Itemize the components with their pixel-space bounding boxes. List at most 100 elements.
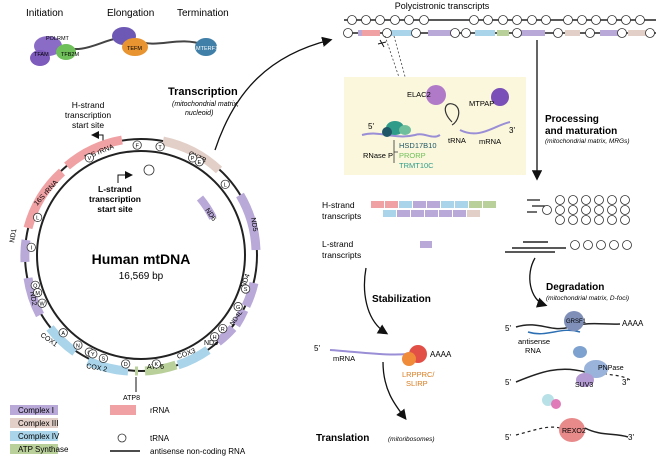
- trna-marker: [555, 215, 565, 225]
- tefm-protein: [122, 38, 148, 56]
- trmt10c-label: TRMT10C: [399, 161, 434, 170]
- trna-marker: [568, 195, 578, 205]
- five-prime-rexo: 5': [505, 433, 511, 442]
- transcript-segment: [497, 30, 509, 36]
- trna-marker: [220, 179, 230, 189]
- trna-marker: [585, 28, 595, 38]
- suv3-label: SUV3: [575, 382, 593, 389]
- pnpase-label: PNPase: [598, 365, 624, 372]
- trna-letter: W: [40, 301, 46, 307]
- degradation-title: Degradation: [546, 282, 604, 293]
- rexo2-label: REXO2: [562, 428, 586, 435]
- trna-letter: M: [35, 291, 40, 297]
- trna-marker: [512, 28, 522, 38]
- mtdna-genome: 12S rRNA 16S rRNA CYTB ND6 ND5 ND4 ND4L …: [9, 135, 261, 402]
- transcription-subtitle-1: (mitochondrial matrix,: [172, 101, 239, 108]
- genome-title: Human mtDNA: [92, 251, 191, 267]
- trna-marker: [594, 215, 604, 225]
- processing-title-2: and maturation: [545, 126, 617, 137]
- trna-letter: G: [236, 305, 240, 311]
- trna-marker: [98, 353, 108, 363]
- five-prime-deg: 5': [505, 324, 511, 333]
- trna-marker: [563, 15, 573, 25]
- trna-marker: [620, 195, 630, 205]
- gene-16s-rrna: [23, 168, 66, 230]
- antisense-line-2: RNA: [525, 346, 541, 355]
- trna-marker: [541, 15, 551, 25]
- gene-nd4l: [232, 308, 249, 328]
- trna-marker: [555, 195, 565, 205]
- legend-swatch-atp: [10, 444, 58, 454]
- h-transcript-segment: [383, 210, 396, 217]
- gene-cox1: [46, 325, 78, 356]
- gene-nd2: [23, 277, 45, 318]
- h-start-line-2: transcription: [65, 110, 112, 120]
- trna-marker: [620, 205, 630, 215]
- fragment-protein-2: [551, 399, 561, 409]
- arrow-to-transcripts: [214, 36, 333, 151]
- transcription-subtitle-2: nucleoid): [185, 110, 213, 117]
- slirp-label: SLIRP: [406, 379, 428, 388]
- elac2-protein: [426, 85, 446, 105]
- gene-nd6: [196, 195, 217, 220]
- trna-marker: [347, 15, 357, 25]
- polycistronic-l-strand: [344, 15, 656, 25]
- l-start-line-2: transcription: [89, 194, 141, 204]
- trna-marker: [609, 240, 619, 250]
- h-transcripts-2: transcripts: [322, 211, 361, 221]
- transcript-segment: [475, 30, 495, 36]
- tefm-label: TEFM: [127, 46, 142, 52]
- gene-nd1: [20, 239, 31, 263]
- h-strand-segments: [371, 201, 496, 217]
- trna-marker: [568, 215, 578, 225]
- h-transcript-segment: [371, 201, 384, 208]
- h-transcript-segment: [467, 210, 480, 217]
- label-nd4: ND4: [240, 273, 251, 289]
- trna-letter: S: [102, 357, 106, 363]
- processing-subtitle: (mitochondrial matrix, MRGs): [545, 138, 630, 145]
- aaaa-stab: AAAA: [430, 350, 452, 359]
- antisense-line-1: antisense: [518, 337, 550, 346]
- trna-marker: [645, 28, 655, 38]
- trna-marker: [607, 15, 617, 25]
- trna-marker: [375, 15, 385, 25]
- h-transcript-segment: [413, 201, 426, 208]
- trna-letter: Y: [91, 352, 95, 358]
- legend-swatch-complex3: [10, 418, 58, 428]
- trna-marker: [155, 142, 165, 152]
- h-transcript-segment: [469, 201, 482, 208]
- gene-cytb: [162, 136, 223, 174]
- h-transcript-segment: [455, 201, 468, 208]
- trna-letter: E: [197, 160, 201, 166]
- gene-12s-rrna: [64, 135, 123, 170]
- three-prime-pnp: 3': [622, 378, 628, 387]
- mtpap-protein: [491, 88, 509, 106]
- gene-cox3: [176, 346, 211, 370]
- rexo2-rna-dash: [515, 426, 561, 436]
- mrna-label-processing: mRNA: [479, 137, 501, 146]
- trna-marker: [404, 15, 414, 25]
- suv3-protein: [576, 373, 594, 387]
- l-transcripts-2: transcripts: [322, 250, 361, 260]
- trna-marker: [188, 153, 198, 163]
- arrow-degradation: [529, 257, 548, 308]
- legend-swatch-complex4: [10, 431, 58, 441]
- trna-marker: [498, 15, 508, 25]
- transcript-segment: [520, 30, 545, 36]
- mtpap-label: MTPAP: [469, 99, 494, 108]
- fragment-protein-1: [542, 394, 554, 406]
- transcription-title: Transcription: [168, 86, 238, 98]
- legend-complex4: Complex IV: [18, 432, 60, 441]
- trna-marker: [390, 15, 400, 25]
- trna-p-marker: [143, 164, 155, 176]
- three-prime-processing: 3': [509, 126, 515, 135]
- trna-marker: [607, 195, 617, 205]
- trna-marker: [121, 359, 131, 369]
- trna-letter: L: [224, 182, 227, 188]
- rnase-p-subunit: [399, 125, 411, 135]
- transcript-segment: [428, 30, 453, 36]
- stage-termination: Termination: [177, 8, 229, 19]
- trna-marker: [594, 195, 604, 205]
- trna-marker: [607, 215, 617, 225]
- trna-marker: [620, 215, 630, 225]
